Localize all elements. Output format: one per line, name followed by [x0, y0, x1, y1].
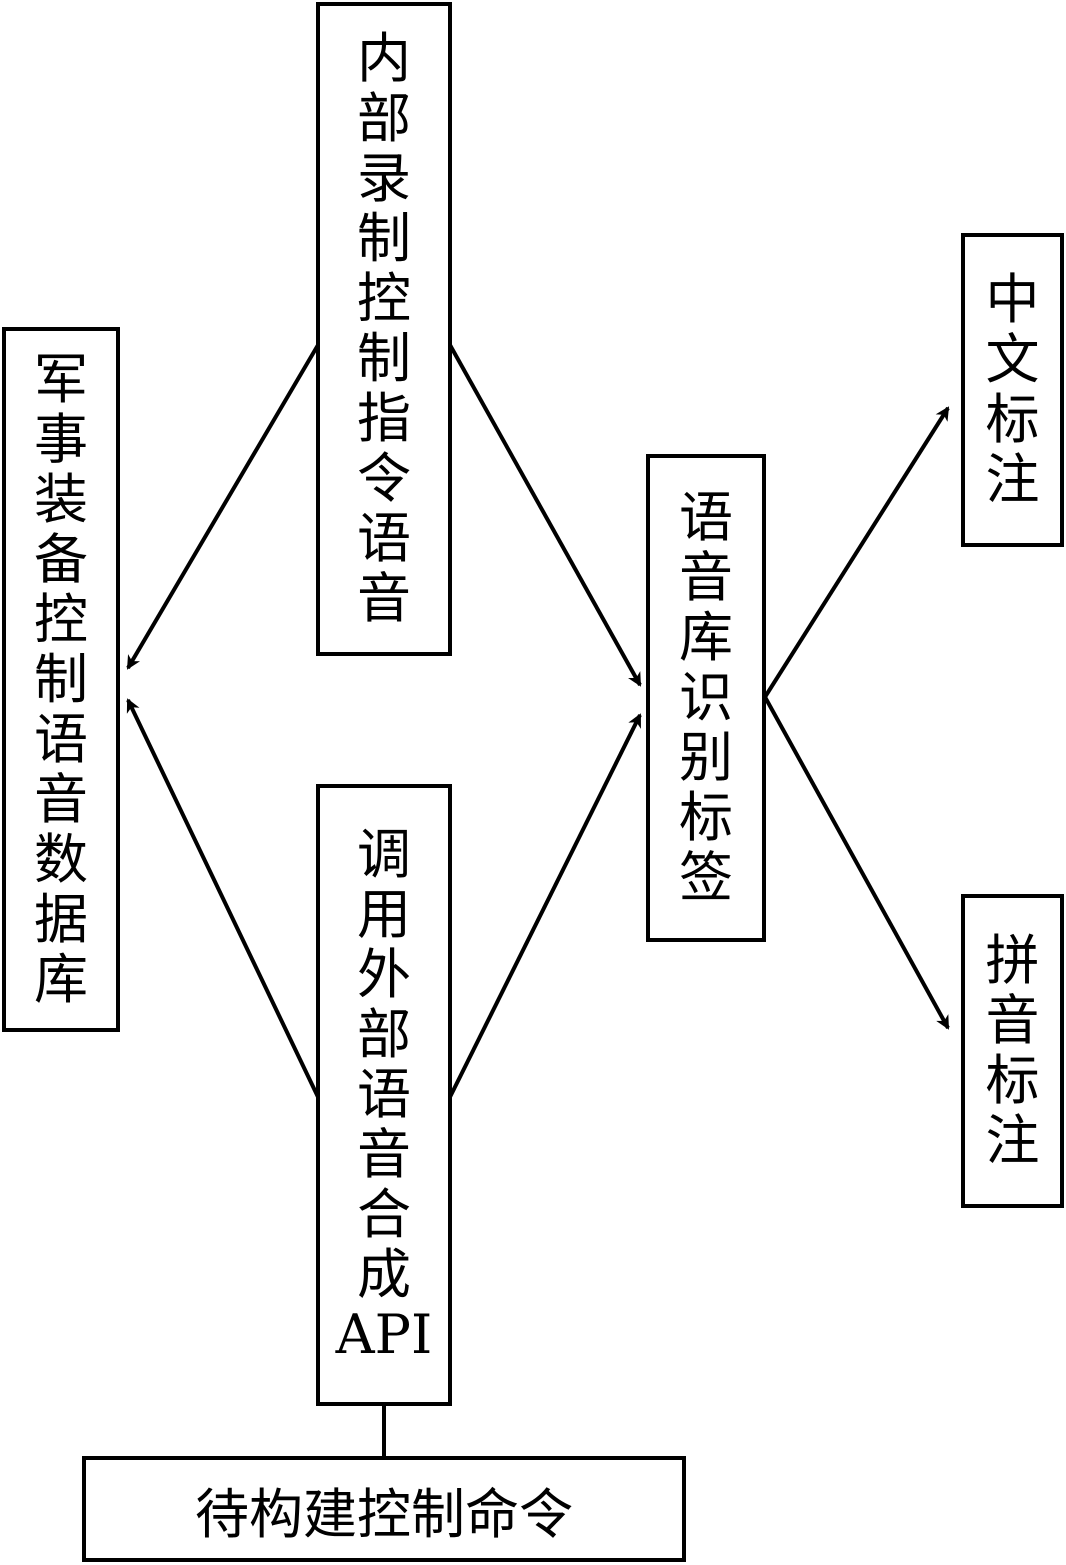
vertical-glyph: 控 [34, 587, 88, 651]
vertical-glyph: 语 [34, 707, 88, 771]
internal-voice-box: 内部录制控制指令语音 [316, 2, 452, 656]
chinese-label-text: 中文标注 [965, 237, 1060, 543]
vertical-glyph: 合 [357, 1183, 411, 1246]
vertical-glyph: 中 [985, 268, 1040, 331]
vertical-glyph: 备 [34, 527, 88, 591]
vertical-glyph: 制 [357, 327, 411, 390]
military-db-text: 军事装备控制语音数据库 [6, 331, 116, 1028]
pinyin-label-box: 拼音标注 [961, 894, 1064, 1208]
vertical-glyph: 内 [357, 27, 411, 90]
vertical-glyph: 库 [34, 947, 88, 1011]
chinese-label-box: 中文标注 [961, 233, 1064, 547]
vertical-glyph: 别 [679, 726, 733, 789]
arrow-recognition-to-chinese [763, 406, 950, 699]
vertical-glyph: 音 [985, 989, 1040, 1052]
vertical-glyph: 音 [679, 546, 733, 609]
vertical-glyph: 文 [985, 328, 1040, 391]
arrow-api-to-recognition [448, 713, 642, 1098]
arrow-recognition-to-pinyin [763, 696, 950, 1030]
vertical-glyph: 音 [357, 567, 411, 630]
vertical-glyph: 调 [357, 823, 411, 886]
vertical-glyph: 录 [357, 147, 411, 210]
pending-command-text: 待构建控制命令 [195, 1482, 573, 1546]
vertical-glyph: 语 [679, 486, 733, 549]
vertical-glyph: 成 [357, 1243, 411, 1306]
vertical-glyph: 语 [357, 1063, 411, 1126]
arrow-api-to-db [126, 698, 320, 1098]
vertical-glyph: 语 [357, 507, 411, 570]
vertical-glyph: 部 [357, 87, 411, 150]
vertical-glyph: 标 [985, 1049, 1040, 1112]
vertical-glyph: 控 [357, 267, 411, 330]
vertical-glyph: 令 [357, 447, 411, 510]
vertical-glyph: 部 [357, 1003, 411, 1066]
vertical-glyph: 注 [985, 1109, 1040, 1172]
military-db-box: 军事装备控制语音数据库 [2, 327, 120, 1032]
vertical-glyph: 外 [357, 943, 411, 1006]
pinyin-label-text: 拼音标注 [965, 898, 1060, 1204]
vertical-glyph: API [335, 1303, 433, 1366]
recognition-box: 语音库识别标签 [646, 454, 766, 942]
vertical-glyph: 标 [985, 388, 1040, 451]
vertical-glyph: 制 [357, 207, 411, 270]
arrow-internal-to-db [126, 343, 320, 670]
vertical-glyph: 数 [34, 827, 88, 891]
vertical-glyph: 音 [34, 767, 88, 831]
vertical-glyph: 用 [357, 883, 411, 946]
vertical-glyph: 事 [34, 407, 88, 471]
vertical-glyph: 装 [34, 467, 88, 531]
vertical-glyph: 识 [679, 666, 733, 729]
vertical-glyph: 据 [34, 887, 88, 951]
vertical-glyph: 军 [34, 347, 88, 411]
pending-command-box: 待构建控制命令 [82, 1456, 686, 1562]
vertical-glyph: 制 [34, 647, 88, 711]
vertical-glyph: 签 [679, 846, 733, 909]
vertical-glyph: 拼 [985, 929, 1040, 992]
internal-voice-text: 内部录制控制指令语音 [320, 6, 448, 652]
recognition-text: 语音库识别标签 [650, 458, 762, 938]
arrow-internal-to-recognition [448, 344, 642, 687]
vertical-glyph: 注 [985, 448, 1040, 511]
vertical-glyph: 标 [679, 786, 733, 849]
vertical-glyph: 库 [679, 606, 733, 669]
vertical-glyph: 音 [357, 1123, 411, 1186]
vertical-glyph: 指 [357, 387, 411, 450]
